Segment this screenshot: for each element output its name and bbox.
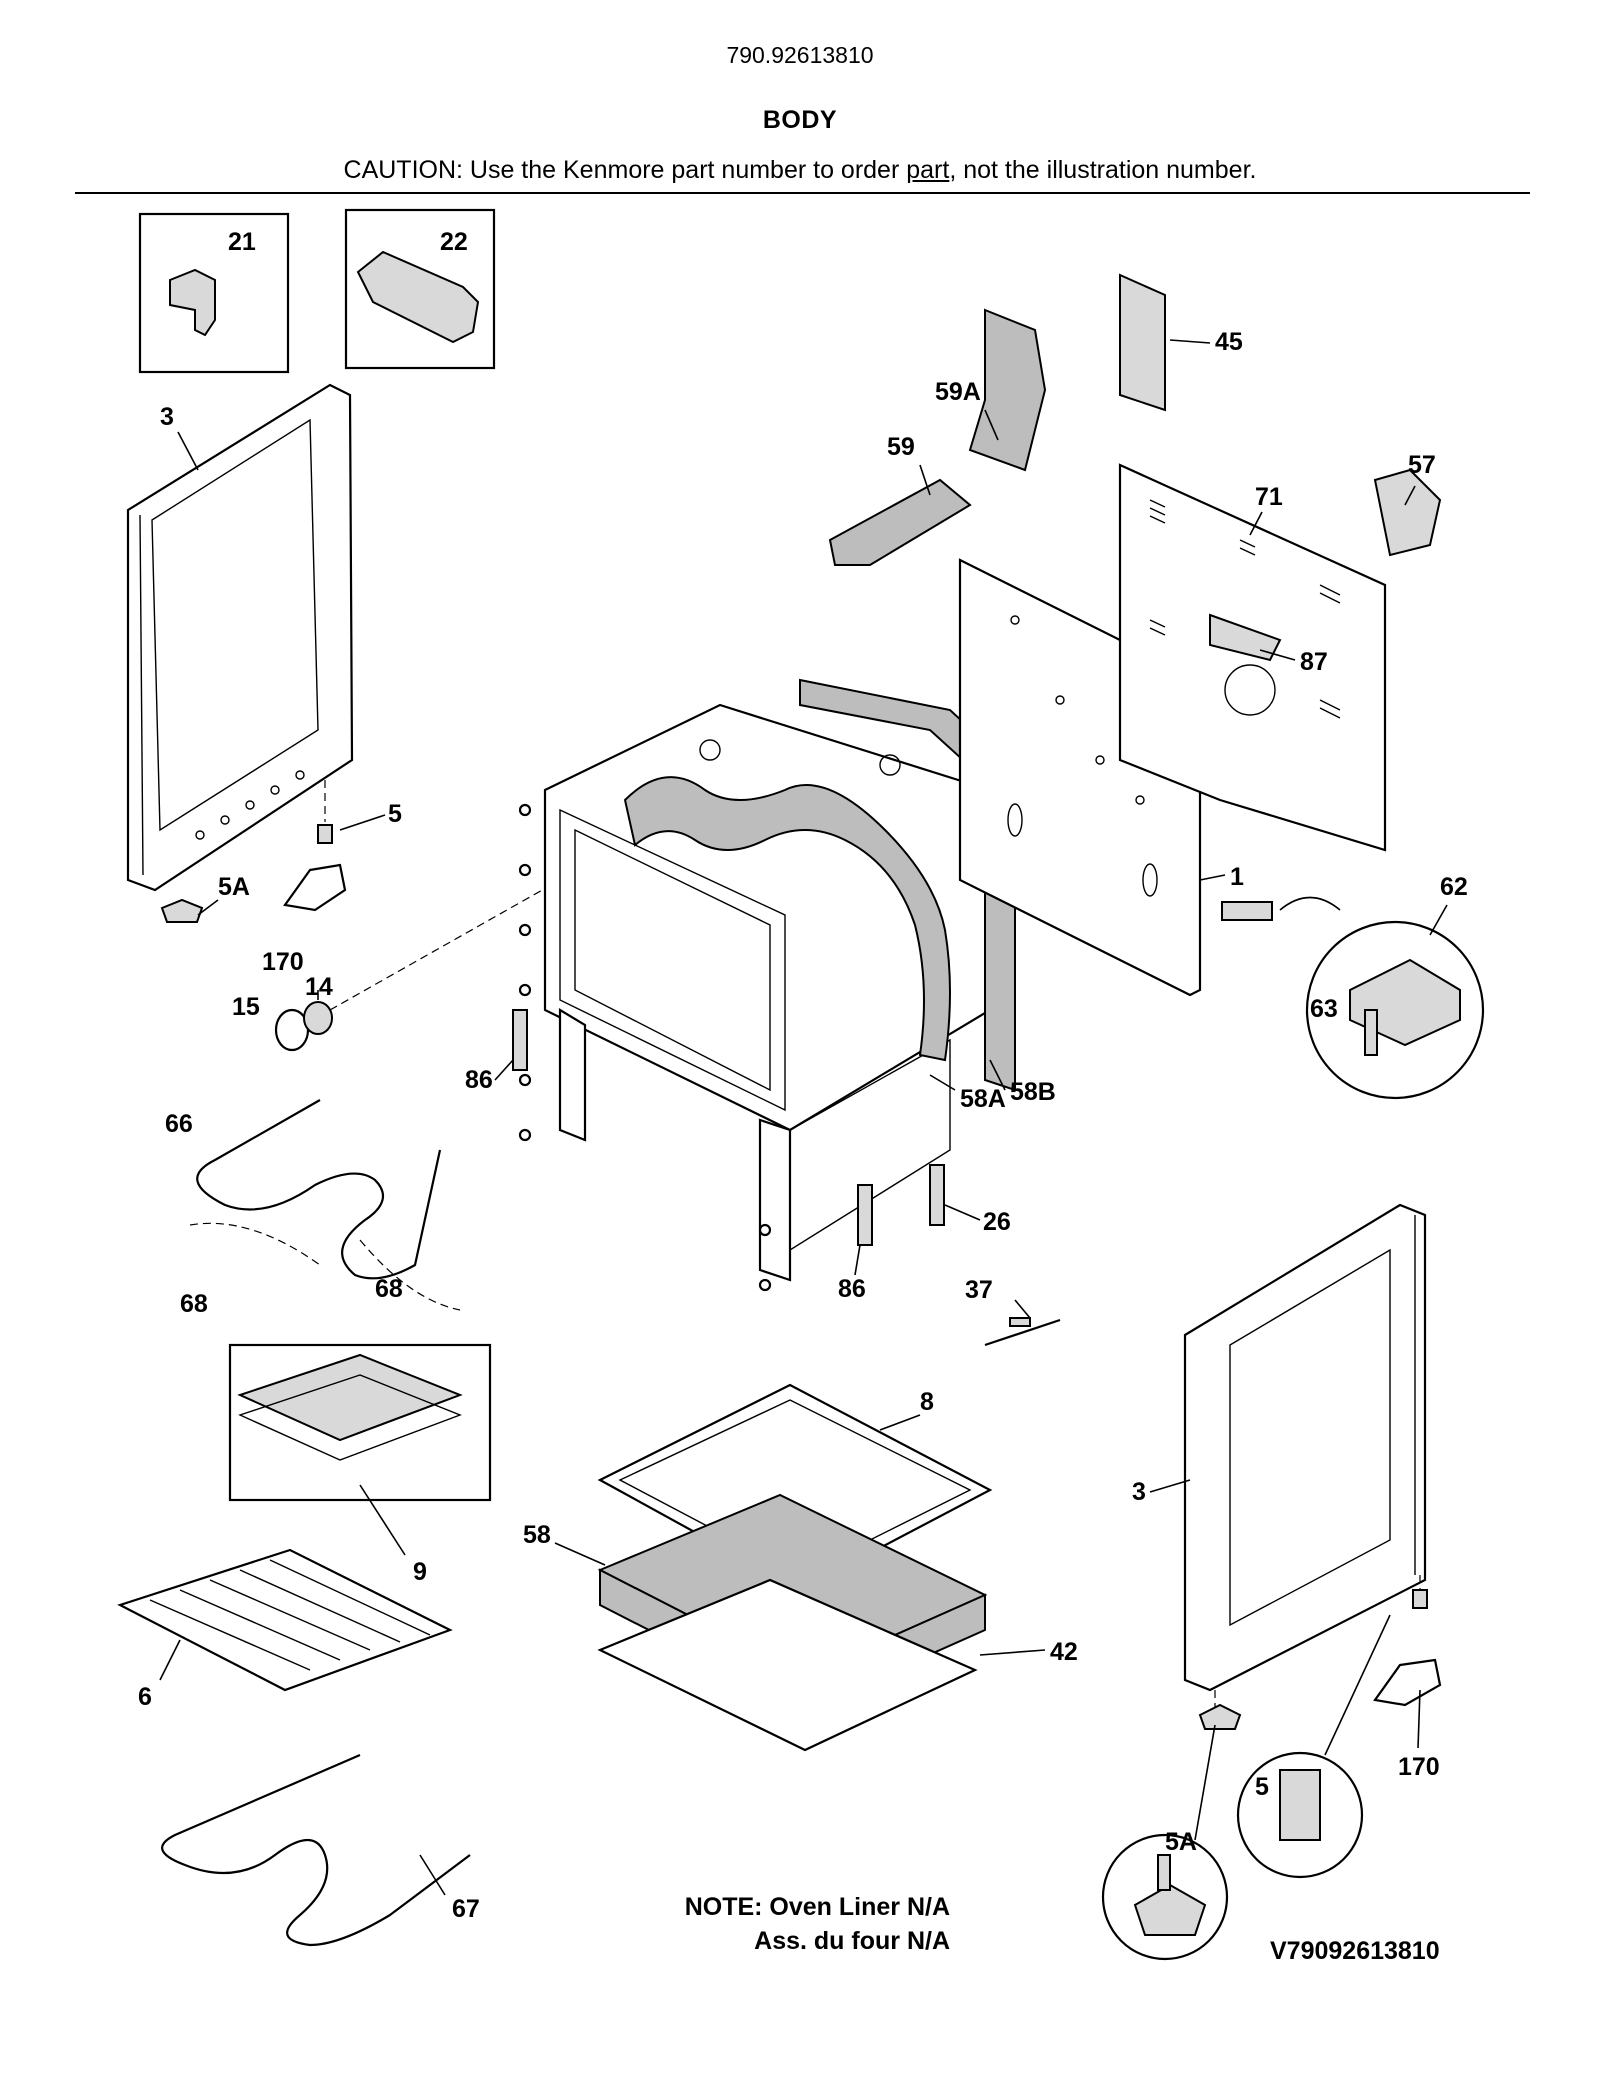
bake-element[interactable] (161, 1753, 471, 1947)
broil-element[interactable] (189, 1099, 461, 1311)
leveler-left[interactable] (160, 780, 347, 923)
callout-3-left: 3 (160, 403, 174, 431)
callout-45: 45 (1215, 328, 1243, 356)
callout-62: 62 (1440, 873, 1468, 901)
hinge-receivers[interactable] (512, 1009, 945, 1246)
oven-sensor[interactable] (984, 1317, 1061, 1347)
callout-58B: 58B (1010, 1078, 1056, 1106)
access-cover[interactable] (1373, 468, 1442, 557)
vent-duct-45[interactable] (1119, 273, 1166, 412)
callout-9: 9 (413, 1558, 427, 1586)
page-title: BODY (762, 106, 838, 134)
callout-58: 58 (523, 1521, 551, 1549)
callout-5A-left: 5A (218, 873, 250, 901)
vent-duct-59[interactable] (828, 478, 972, 566)
callout-5-left: 5 (388, 800, 402, 828)
oven-rack[interactable] (117, 1548, 453, 1692)
drawing-code: V79092613810 (1270, 1937, 1440, 1965)
callout-59A: 59A (935, 378, 981, 406)
leveler-right[interactable] (1101, 1575, 1442, 1961)
callout-71: 71 (1255, 483, 1283, 511)
left-side-panel[interactable] (126, 383, 354, 892)
part-link[interactable]: part (906, 156, 950, 184)
callout-labels: 21 22 3 45 59A 59 57 71 87 5 5A 170 14 1… (138, 228, 1468, 1923)
callout-5A-right: 5A (1165, 1828, 1197, 1856)
terminal-block-detail[interactable] (1221, 896, 1485, 1100)
callout-86-bottom: 86 (838, 1275, 866, 1303)
caution-text: CAUTION: Use the Kenmore part number to … (0, 156, 1600, 185)
callout-6: 6 (138, 1683, 152, 1711)
caution-text-start: CAUTION: Use the Kenmore part number to … (343, 156, 907, 184)
broil-pan-inset[interactable] (228, 1343, 492, 1502)
callout-68-left: 68 (180, 1290, 208, 1318)
callout-58A: 58A (960, 1085, 1006, 1113)
note-line-french: Ass. du four N/A (754, 1927, 950, 1955)
callout-37: 37 (965, 1276, 993, 1304)
header-divider (75, 192, 1530, 194)
part-21-inset[interactable] (138, 212, 290, 374)
bottom-pan[interactable] (597, 1578, 978, 1752)
callout-66: 66 (165, 1110, 193, 1138)
right-side-panel[interactable] (1183, 1203, 1427, 1692)
callout-86-left: 86 (465, 1066, 493, 1094)
callout-8: 8 (920, 1388, 934, 1416)
callout-21: 21 (228, 228, 256, 256)
callout-59: 59 (887, 433, 915, 461)
leader-lines (159, 339, 1448, 1896)
callout-170-left: 170 (262, 948, 304, 976)
callout-1: 1 (1230, 863, 1244, 891)
note-line-english: NOTE: Oven Liner N/A (684, 1893, 950, 1921)
model-number: 790.92613810 (726, 42, 874, 68)
callout-22: 22 (440, 228, 468, 256)
callout-5-right: 5 (1255, 1773, 1269, 1801)
callout-42: 42 (1050, 1638, 1078, 1666)
oven-liner-note: NOTE: Oven Liner N/A Ass. du four N/A (560, 1890, 950, 1958)
caution-text-end: , not the illustration number. (949, 156, 1257, 184)
vent-duct-59A[interactable] (968, 308, 1047, 472)
outer-back-panel[interactable] (1118, 463, 1387, 852)
callout-87: 87 (1300, 648, 1328, 676)
callout-67: 67 (452, 1895, 480, 1923)
callout-170-right: 170 (1398, 1753, 1440, 1781)
mounting-screws (518, 803, 772, 1292)
callout-15: 15 (232, 993, 260, 1021)
part-22-inset[interactable] (344, 208, 496, 370)
callout-57: 57 (1408, 451, 1436, 479)
callout-68-right: 68 (375, 1275, 403, 1303)
callout-63: 63 (1310, 995, 1338, 1023)
oven-lamp[interactable] (274, 879, 561, 1052)
callout-26: 26 (983, 1208, 1011, 1236)
callout-3-right: 3 (1132, 1478, 1146, 1506)
callout-14: 14 (305, 973, 333, 1001)
